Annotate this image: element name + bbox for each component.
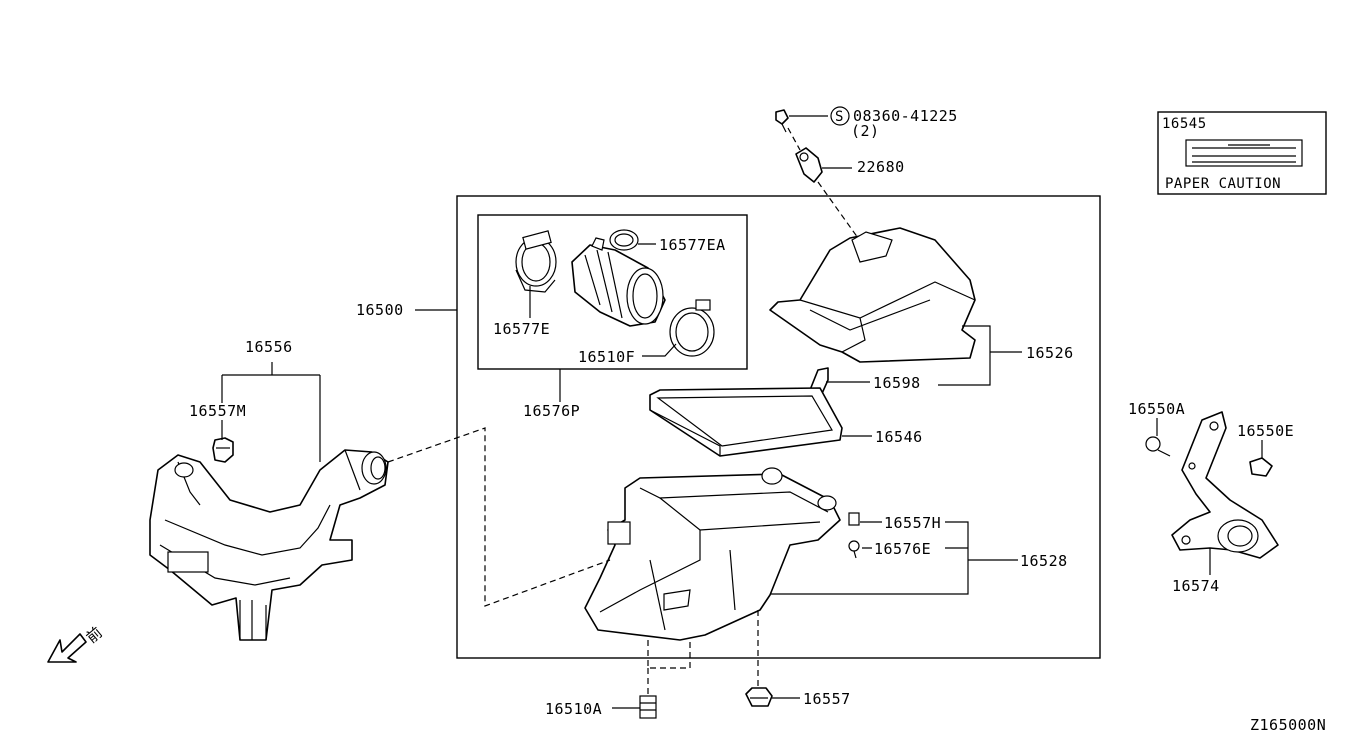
cover-16526 [769,227,976,363]
clip-16557h [848,512,860,526]
diagram-code: Z165000N [1250,716,1326,734]
lower-body-16528 [584,467,841,641]
grommet-16557m [212,437,234,463]
front-arrow-icon [47,633,87,663]
air-duct-16556 [149,449,389,641]
nut-16550e [1249,457,1273,477]
bolt-08360 [775,109,789,133]
label-16546: 16546 [875,428,923,446]
bolt-16510a [639,695,657,719]
label-22680: 22680 [857,158,905,176]
grommet-16557 [745,687,773,707]
sensor-22680 [795,147,823,183]
clamp-16510f [669,299,715,357]
subassembly-box-16576p [477,214,748,370]
bracket-16574 [1171,411,1279,559]
label-16557m: 16557M [189,402,246,420]
label-16528: 16528 [1020,552,1068,570]
bolt-16576e [848,540,860,559]
label-16598: 16598 [873,374,921,392]
caution-part-number: 16545 [1162,116,1207,132]
label-bolt-qty: (2) [851,122,880,140]
leader-lines [221,115,1263,709]
caution-text: PAPER CAUTION [1165,176,1281,192]
label-16577ea: 16577EA [659,236,726,254]
label-16526: 16526 [1026,344,1074,362]
s-symbol-circle [830,106,850,126]
label-16557h: 16557H [884,514,941,532]
front-mark: 前 [83,623,106,647]
label-16557: 16557 [803,690,851,708]
label-16550a: 16550A [1128,400,1185,418]
assembly-box-16500 [456,195,1101,659]
label-16510f: 16510F [578,348,635,366]
label-16577e: 16577E [493,320,550,338]
label-16550e: 16550E [1237,422,1294,440]
clamp-16577ea [609,229,639,251]
clamp-16577e [515,230,557,293]
s-symbol-label: S [835,109,844,125]
label-16574: 16574 [1172,577,1220,595]
label-bolt-code: 08360-41225 [853,107,958,125]
label-16500: 16500 [356,301,404,319]
label-16576e: 16576E [874,540,931,558]
caution-label-box: 16545 PAPER CAUTION [1157,111,1327,195]
label-16510a: 16510A [545,700,602,718]
filter-16546 [649,387,843,457]
label-16576p: 16576P [523,402,580,420]
label-16556: 16556 [245,338,293,356]
air-hose-16576p [571,237,666,327]
bolt-16550a [1145,436,1171,457]
